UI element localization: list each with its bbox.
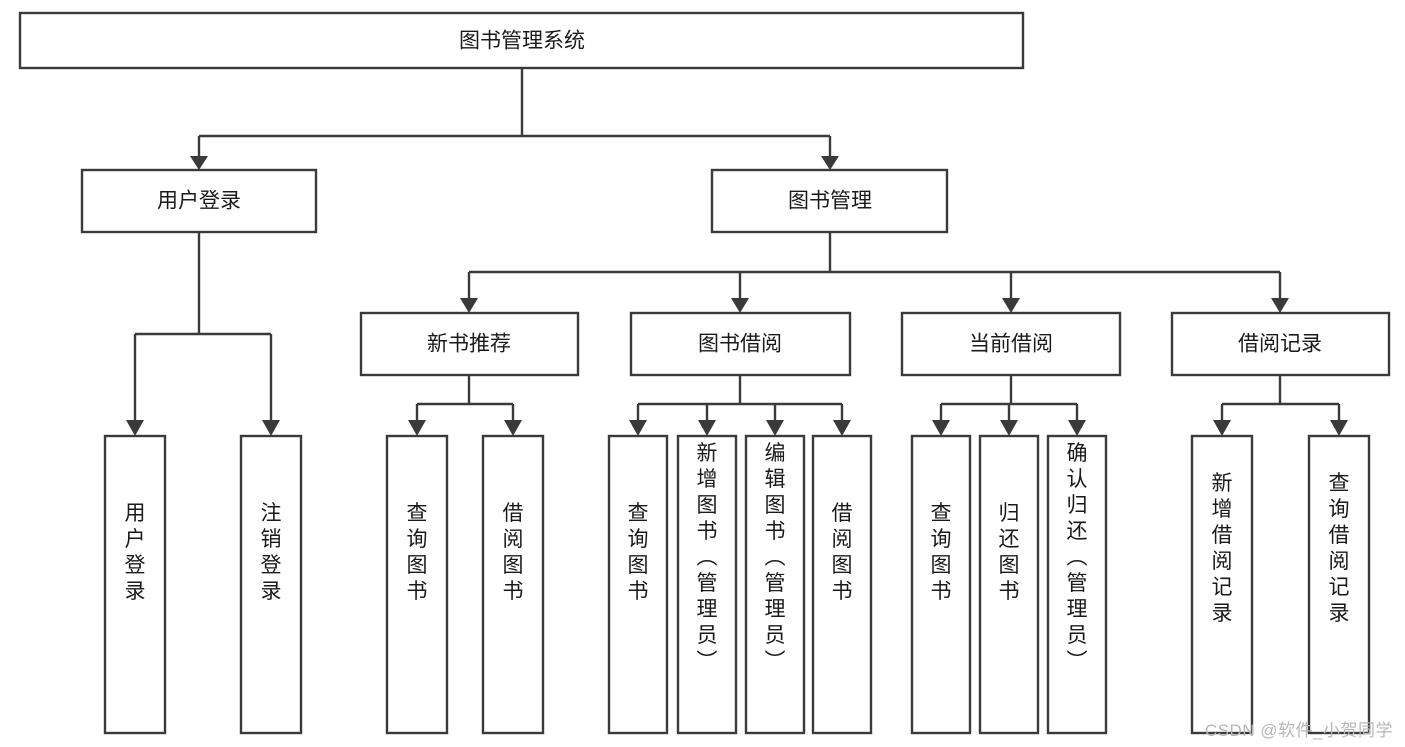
node-leaf-add-book-box[interactable] [676,434,738,735]
node-leaf-edit-book[interactable]: 编辑图书︵管理员︶ [744,434,806,735]
node-root-label: 图书管理系统 [459,30,585,53]
node-leaf-borrow-book-2[interactable]: 借阅图书 [811,434,873,735]
node-root-box[interactable] [18,11,1025,70]
node-leaf-logout-login-label: 注销登录 [261,502,282,603]
arrow-leaf-return-book [1000,420,1018,436]
node-new-book-recommend[interactable]: 新书推荐 [359,311,580,377]
arrow-to-user-login [190,156,208,170]
node-leaf-query-record[interactable]: 查询借阅记录 [1307,434,1371,735]
node-leaf-user-login-label: 用户登录 [125,502,146,603]
arrow-to-book-manage [821,156,839,170]
arrow-leaf-borrow-book-2 [833,420,851,436]
arrow-leaf-logout-login [262,420,280,436]
node-current-borrow-box[interactable] [900,311,1122,377]
node-book-borrow[interactable]: 图书借阅 [629,311,852,377]
node-leaf-user-login-box[interactable] [103,434,167,735]
node-leaf-add-record-box[interactable] [1190,434,1254,735]
arrow-leaf-add-book [698,420,716,436]
node-book-manage[interactable]: 图书管理 [710,168,949,234]
node-leaf-add-record[interactable]: 新增借阅记录 [1190,434,1254,735]
node-book-borrow-box[interactable] [629,311,852,377]
arrow-leaf-query-book-3 [932,420,950,436]
node-leaf-query-book-1-box[interactable] [385,434,449,735]
node-leaf-edit-book-box[interactable] [744,434,806,735]
node-leaf-borrow-book-2-label: 借阅图书 [832,502,853,603]
node-borrow-record[interactable]: 借阅记录 [1170,311,1391,377]
node-leaf-logout-login[interactable]: 注销登录 [239,434,303,735]
node-leaf-query-book-2-box[interactable] [607,434,669,735]
arrow-leaf-user-login [126,420,144,436]
node-leaf-query-book-3-label: 查询图书 [931,502,952,603]
node-leaf-confirm-return-box[interactable] [1046,434,1108,735]
node-leaf-borrow-book-1-box[interactable] [481,434,545,735]
arrow-leaf-query-book-1 [408,420,426,436]
node-leaf-logout-login-box[interactable] [239,434,303,735]
arrow-leaf-edit-book [766,420,784,436]
node-current-borrow[interactable]: 当前借阅 [900,311,1122,377]
connector-layer [126,68,1348,436]
node-leaf-query-book-2-label: 查询图书 [628,502,649,603]
node-user-login-box[interactable] [80,168,318,234]
node-leaf-query-book-3-box[interactable] [910,434,972,735]
node-user-login-label: 用户登录 [157,190,241,213]
node-leaf-borrow-book-2-box[interactable] [811,434,873,735]
node-leaf-confirm-return-label: 确认归还︵管理员︶ [1067,442,1088,673]
arrow-leaf-confirm-return [1068,420,1086,436]
node-leaf-query-book-1-label: 查询图书 [407,502,428,603]
node-leaf-add-record-label: 新增借阅记录 [1212,472,1233,625]
arrow-leaf-borrow-book-1 [504,420,522,436]
csdn-watermark: CSDN @软件_小贺同学 [1204,721,1393,740]
node-leaf-user-login[interactable]: 用户登录 [103,434,167,735]
node-leaf-confirm-return[interactable]: 确认归还︵管理员︶ [1046,434,1108,735]
arrow-leaf-query-book-2 [629,420,647,436]
node-borrow-record-label: 借阅记录 [1238,333,1322,356]
arrow-to-borrow-record [1271,298,1289,313]
arrow-to-new-book-recommend [460,298,478,313]
node-leaf-return-book-label: 归还图书 [999,502,1020,603]
node-new-book-recommend-box[interactable] [359,311,580,377]
node-leaf-borrow-book-1[interactable]: 借阅图书 [481,434,545,735]
arrow-to-book-borrow [731,298,749,313]
node-root[interactable]: 图书管理系统 [18,11,1025,70]
node-leaf-add-book[interactable]: 新增图书︵管理员︶ [676,434,738,735]
node-leaf-query-record-box[interactable] [1307,434,1371,735]
arrow-leaf-query-record [1330,420,1348,436]
node-new-book-recommend-label: 新书推荐 [427,333,511,356]
arrow-leaf-add-record [1213,420,1231,436]
node-leaf-return-book-box[interactable] [978,434,1040,735]
node-leaf-edit-book-label: 编辑图书︵管理员︶ [765,442,786,673]
node-leaf-add-book-label: 新增图书︵管理员︶ [697,442,718,673]
node-leaf-query-record-label: 查询借阅记录 [1329,472,1350,625]
node-book-borrow-label: 图书借阅 [698,333,782,356]
node-leaf-query-book-1[interactable]: 查询图书 [385,434,449,735]
node-current-borrow-label: 当前借阅 [969,333,1053,356]
node-leaf-return-book[interactable]: 归还图书 [978,434,1040,735]
node-leaf-query-book-3[interactable]: 查询图书 [910,434,972,735]
node-leaf-query-book-2[interactable]: 查询图书 [607,434,669,735]
node-book-manage-box[interactable] [710,168,949,234]
node-borrow-record-box[interactable] [1170,311,1391,377]
arrow-to-current-borrow [1002,298,1020,313]
node-book-manage-label: 图书管理 [788,190,872,213]
node-leaf-borrow-book-1-label: 借阅图书 [503,502,524,603]
node-user-login[interactable]: 用户登录 [80,168,318,234]
